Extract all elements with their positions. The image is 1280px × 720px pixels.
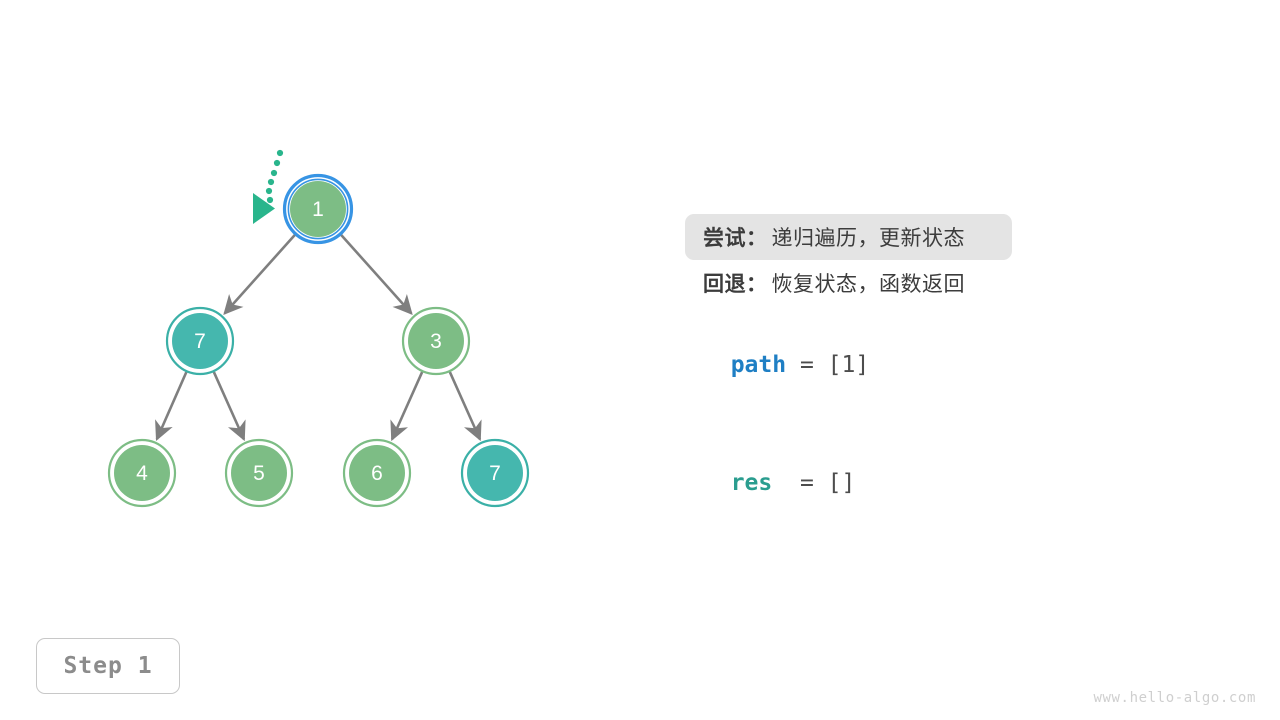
- note-label-backtrack: 回退：: [703, 273, 768, 296]
- explanation-panel: 尝试： 递归遍历，更新状态 回退： 恢复状态，函数返回: [685, 214, 1105, 306]
- pointer-arrowhead-icon: [253, 193, 275, 224]
- pointer-trail-dot: [265, 187, 273, 195]
- watermark: www.hello-algo.com: [1093, 690, 1256, 706]
- tree-node-7-n2[interactable]: 7: [165, 306, 235, 376]
- tree-node-1-n1[interactable]: 1: [282, 173, 354, 245]
- tree-node-label: 6: [371, 462, 383, 485]
- note-row-backtrack: 回退： 恢复状态，函数返回: [685, 260, 1105, 306]
- tree-edge-n2-n5: [212, 371, 246, 442]
- tree-nodes: 1 7 3 4 5 6 7: [107, 173, 530, 508]
- note-text-backtrack: 恢复状态，函数返回: [771, 273, 965, 296]
- code-value-res: = []: [772, 470, 856, 496]
- code-var-path: path: [730, 352, 787, 378]
- tree-node-label: 1: [312, 198, 324, 221]
- tree-edge-n2-n4: [155, 371, 188, 442]
- code-line-res: res = []: [703, 449, 856, 496]
- tree-node-6-n6[interactable]: 6: [342, 438, 412, 508]
- pointer-trail-dot: [267, 178, 275, 186]
- tree-node-label: 3: [430, 330, 442, 353]
- code-line-path: path = [1]: [703, 331, 869, 377]
- tree-node-label: 5: [253, 462, 265, 485]
- tree-node-label: 4: [136, 462, 148, 485]
- tree-node-3-n3[interactable]: 3: [401, 306, 471, 376]
- tree-edge-n3-n7: [448, 371, 482, 442]
- recursion-pointer: [253, 149, 284, 224]
- code-value-path: = [1]: [786, 352, 870, 378]
- step-badge: Step 1: [36, 638, 180, 694]
- tree-edge-n3-n6: [390, 371, 424, 442]
- tree-edge-n1-n3: [339, 233, 413, 315]
- note-label-try: 尝试：: [703, 227, 768, 250]
- code-var-res: res: [730, 470, 773, 496]
- tree-node-5-n5[interactable]: 5: [224, 438, 294, 508]
- pointer-trail-dot: [266, 196, 274, 204]
- tree-node-4-n4[interactable]: 4: [107, 438, 177, 508]
- pointer-trail-dot: [270, 169, 278, 177]
- note-text-try: 递归遍历，更新状态: [771, 227, 965, 250]
- tree-node-label: 7: [489, 462, 501, 485]
- pointer-trail-dot: [273, 159, 281, 167]
- note-row-try: 尝试： 递归遍历，更新状态: [685, 214, 1012, 260]
- tree-edge-n1-n2: [223, 233, 297, 315]
- pointer-trail-dot: [276, 149, 284, 157]
- tree-node-label: 7: [194, 330, 206, 353]
- tree-node-7-n7[interactable]: 7: [460, 438, 530, 508]
- tree-edges: [155, 233, 482, 442]
